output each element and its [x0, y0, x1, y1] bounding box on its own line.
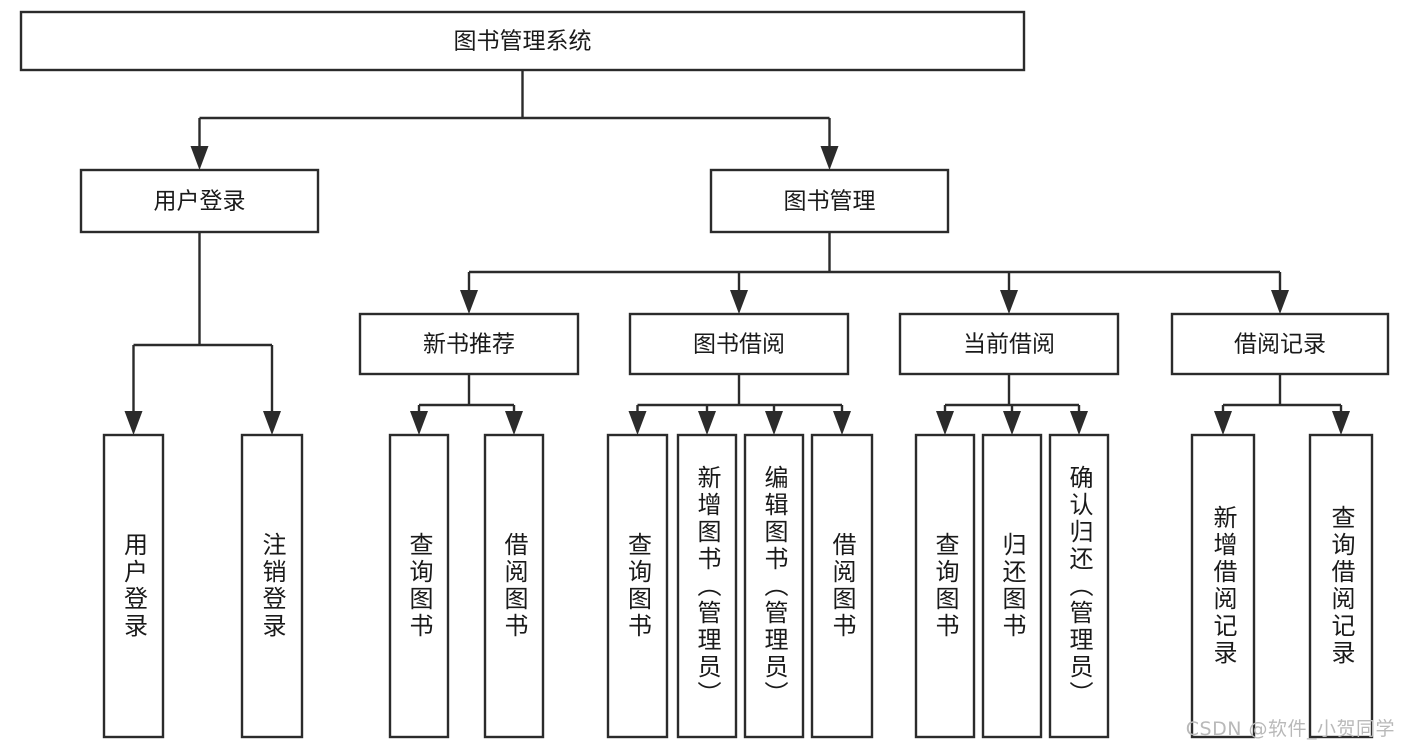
leaf-leaf-user-login[interactable] [102, 433, 165, 739]
leaf-leaf-query-books-borrow[interactable] [606, 433, 669, 739]
node-book-borrow-label: 图书借阅 [693, 332, 785, 358]
leaf-leaf-query-borrow-record-box[interactable] [1308, 433, 1374, 739]
leaf-leaf-edit-book-admin-box[interactable] [743, 433, 805, 739]
leaf-leaf-confirm-return-admin-box[interactable] [1048, 433, 1110, 739]
leaf-leaf-edit-book-admin[interactable] [743, 433, 805, 739]
edge-borrow-record-arrow-0 [1214, 411, 1232, 435]
leaf-leaf-query-books-borrow-box[interactable] [606, 433, 669, 739]
edge-book-borrow-arrow-0 [628, 411, 647, 435]
leaf-leaf-confirm-return-admin[interactable] [1048, 433, 1110, 739]
node-current-borrow-label: 当前借阅 [963, 332, 1055, 358]
node-book-management[interactable]: 图书管理 [709, 168, 950, 234]
edge-borrow-record-arrow-1 [1332, 411, 1350, 435]
node-book-management-box[interactable] [709, 168, 950, 234]
leaf-leaf-logout-login-box[interactable] [240, 433, 304, 739]
node-root[interactable]: 图书管理系统 [19, 10, 1026, 72]
node-current-borrow[interactable]: 当前借阅 [898, 312, 1120, 376]
node-book-borrow-box[interactable] [628, 312, 850, 376]
node-book-borrow[interactable]: 图书借阅 [628, 312, 850, 376]
node-borrow-record-box[interactable] [1170, 312, 1390, 376]
node-root-label: 图书管理系统 [454, 29, 592, 55]
connector-lines [124, 70, 1350, 435]
edge-book-management-arrow-2 [1000, 290, 1018, 314]
leaf-leaf-add-borrow-record[interactable] [1190, 433, 1256, 739]
leaf-leaf-query-books-current-box[interactable] [914, 433, 976, 739]
edge-book-management-arrow-1 [730, 290, 748, 314]
node-current-borrow-box[interactable] [898, 312, 1120, 376]
leaf-leaf-query-books-rec[interactable] [388, 433, 450, 739]
leaf-leaf-borrow-books-box[interactable] [810, 433, 874, 739]
edge-book-management-arrow-0 [460, 290, 478, 314]
leaf-leaf-borrow-books-rec[interactable] [483, 433, 545, 739]
leaf-leaf-return-books-box[interactable] [981, 433, 1043, 739]
leaf-leaf-query-books-rec-box[interactable] [388, 433, 450, 739]
node-user-login-label: 用户登录 [154, 189, 246, 215]
leaf-leaf-add-book-admin-box[interactable] [676, 433, 738, 739]
edge-current-borrow-arrow-0 [936, 411, 954, 435]
leaf-leaf-logout-login[interactable] [240, 433, 304, 739]
edge-book-borrow-arrow-1 [698, 411, 716, 435]
leaf-leaf-borrow-books-rec-box[interactable] [483, 433, 545, 739]
edge-root-arrow-0 [190, 146, 209, 170]
leaf-leaf-add-book-admin[interactable] [676, 433, 738, 739]
edge-current-borrow-arrow-2 [1070, 411, 1088, 435]
node-user-login-box[interactable] [79, 168, 320, 234]
node-user-login[interactable]: 用户登录 [79, 168, 320, 234]
node-borrow-record[interactable]: 借阅记录 [1170, 312, 1390, 376]
edge-user-login-arrow-0 [124, 411, 143, 435]
edge-new-book-recommend-arrow-0 [410, 411, 428, 435]
watermark-text: CSDN @软件_小贺同学 [1185, 718, 1395, 740]
edge-book-borrow-arrow-3 [833, 411, 851, 435]
node-new-book-recommend-label: 新书推荐 [423, 332, 515, 358]
edge-book-management-arrow-3 [1271, 290, 1289, 314]
edge-new-book-recommend-arrow-1 [505, 411, 523, 435]
edge-user-login-arrow-1 [263, 411, 281, 435]
node-root-box[interactable] [19, 10, 1026, 72]
leaf-leaf-return-books[interactable] [981, 433, 1043, 739]
node-book-management-label: 图书管理 [784, 189, 876, 215]
leaf-leaf-query-borrow-record[interactable] [1308, 433, 1374, 739]
node-borrow-record-label: 借阅记录 [1234, 332, 1326, 358]
leaf-leaf-borrow-books[interactable] [810, 433, 874, 739]
leaf-leaf-query-books-current[interactable] [914, 433, 976, 739]
edge-root-arrow-1 [820, 146, 839, 170]
node-new-book-recommend[interactable]: 新书推荐 [358, 312, 580, 376]
leaf-leaf-add-borrow-record-box[interactable] [1190, 433, 1256, 739]
edge-current-borrow-arrow-1 [1003, 411, 1021, 435]
node-new-book-recommend-box[interactable] [358, 312, 580, 376]
edge-book-borrow-arrow-2 [765, 411, 783, 435]
leaf-leaf-user-login-box[interactable] [102, 433, 165, 739]
